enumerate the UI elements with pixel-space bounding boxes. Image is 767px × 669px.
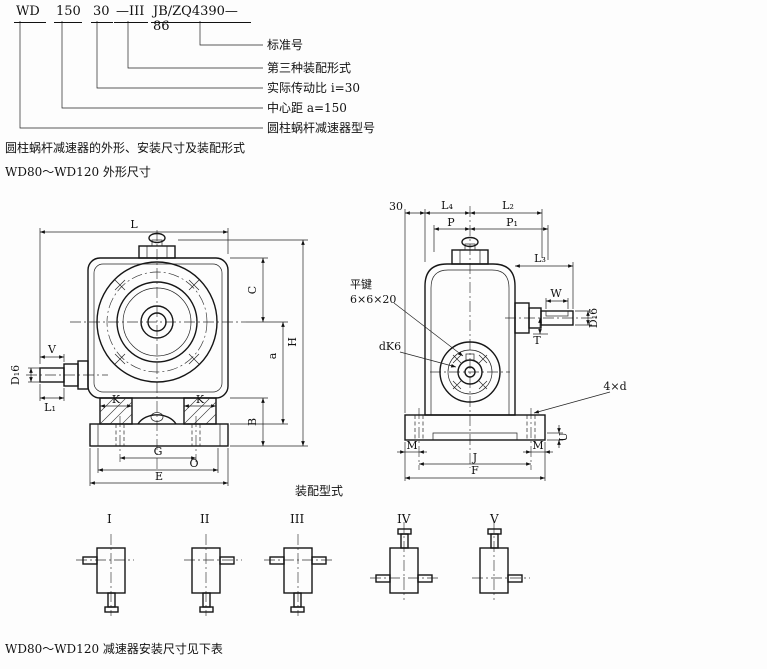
callout-ratio: 实际传动比 i=30	[267, 81, 360, 95]
dim-label-L: L	[130, 218, 138, 231]
dim-label-L3: L₃	[534, 252, 546, 265]
callout-assembly-form: 第三种装配形式	[267, 61, 352, 75]
assembly-form-4	[370, 522, 438, 600]
dim-label-V: V	[47, 343, 57, 356]
dim-label-O: O	[189, 457, 198, 470]
label-shaft-fit: dK6	[379, 340, 401, 353]
dim-label-K-left: K	[112, 393, 121, 406]
front-view: L V D₁6 L₁ K K	[9, 218, 308, 486]
dim-label-30: 30	[389, 200, 403, 213]
dim-label-W: W	[550, 287, 562, 300]
bolt-cross-marks	[114, 279, 200, 365]
side-view: 30 L₄ L₂ P P₁ L₃ W	[350, 199, 627, 481]
designation-standard: JB/ZQ4390—86	[151, 4, 251, 34]
assembly-label-4: IV	[397, 512, 411, 526]
callout-center-distance: 中心距 a=150	[267, 101, 347, 115]
designation-ratio: 30	[91, 4, 113, 23]
designation-assembly-form: —III	[114, 4, 148, 23]
dim-label-F: F	[471, 464, 479, 477]
dim-label-L1: L₁	[44, 401, 56, 414]
dim-label-a: a	[266, 352, 279, 359]
dim-label-P1: P₁	[506, 216, 518, 229]
assembly-form-3	[264, 534, 332, 616]
designation-callout-lines	[19, 21, 263, 129]
dim-label-front-D1: D₁6	[9, 365, 22, 385]
dim-label-P: P	[447, 216, 455, 229]
dim-label-M-right: M	[532, 439, 543, 452]
assembly-form-2	[184, 534, 242, 616]
dim-label-U: U	[557, 432, 570, 441]
bolt-cross-marks	[452, 354, 488, 390]
label-bolt-holes: 4×d	[603, 380, 626, 393]
assembly-form-1	[76, 534, 134, 616]
assembly-label-1: I	[107, 512, 112, 526]
side-view-dimensions: 30 L₄ L₂ P P₁ L₃ W	[350, 199, 627, 481]
dim-label-H: H	[286, 337, 299, 347]
designation-center-distance: 150	[54, 4, 82, 23]
dim-label-J: J	[472, 451, 477, 464]
subsection-heading: WD80～WD120 外形尺寸	[5, 165, 151, 179]
dim-label-side-D1: D₁6	[587, 308, 600, 328]
callout-standard: 标准号	[267, 38, 304, 52]
assembly-forms	[76, 522, 530, 616]
assembly-title: 装配型式	[295, 484, 344, 498]
assembly-label-5: V	[490, 512, 499, 526]
dim-label-L4: L₄	[441, 199, 453, 212]
label-key-size: 6×6×20	[350, 293, 396, 306]
dim-label-C: C	[246, 286, 259, 294]
dim-label-G: G	[154, 445, 163, 458]
assembly-label-3: III	[290, 512, 305, 526]
assembly-label-2: II	[200, 512, 210, 526]
dim-label-K-right: K	[196, 393, 205, 406]
section-heading: 圆柱蜗杆减速器的外形、安装尺寸及装配形式	[5, 141, 246, 155]
front-view-dimensions: L V D₁6 L₁ K K	[9, 218, 308, 486]
dim-label-E: E	[155, 470, 163, 483]
label-flat-key: 平键	[350, 277, 372, 291]
dim-label-B: B	[246, 418, 259, 426]
dim-label-M-left: M	[406, 439, 417, 452]
callout-model: 圆柱蜗杆减速器型号	[267, 121, 376, 135]
designation-model: WD	[14, 4, 46, 23]
footer-note: WD80～WD120 减速器安装尺寸见下表	[5, 642, 223, 656]
assembly-form-5	[472, 522, 530, 600]
dim-label-T: T	[533, 334, 541, 347]
dim-label-L2: L₂	[502, 199, 514, 212]
